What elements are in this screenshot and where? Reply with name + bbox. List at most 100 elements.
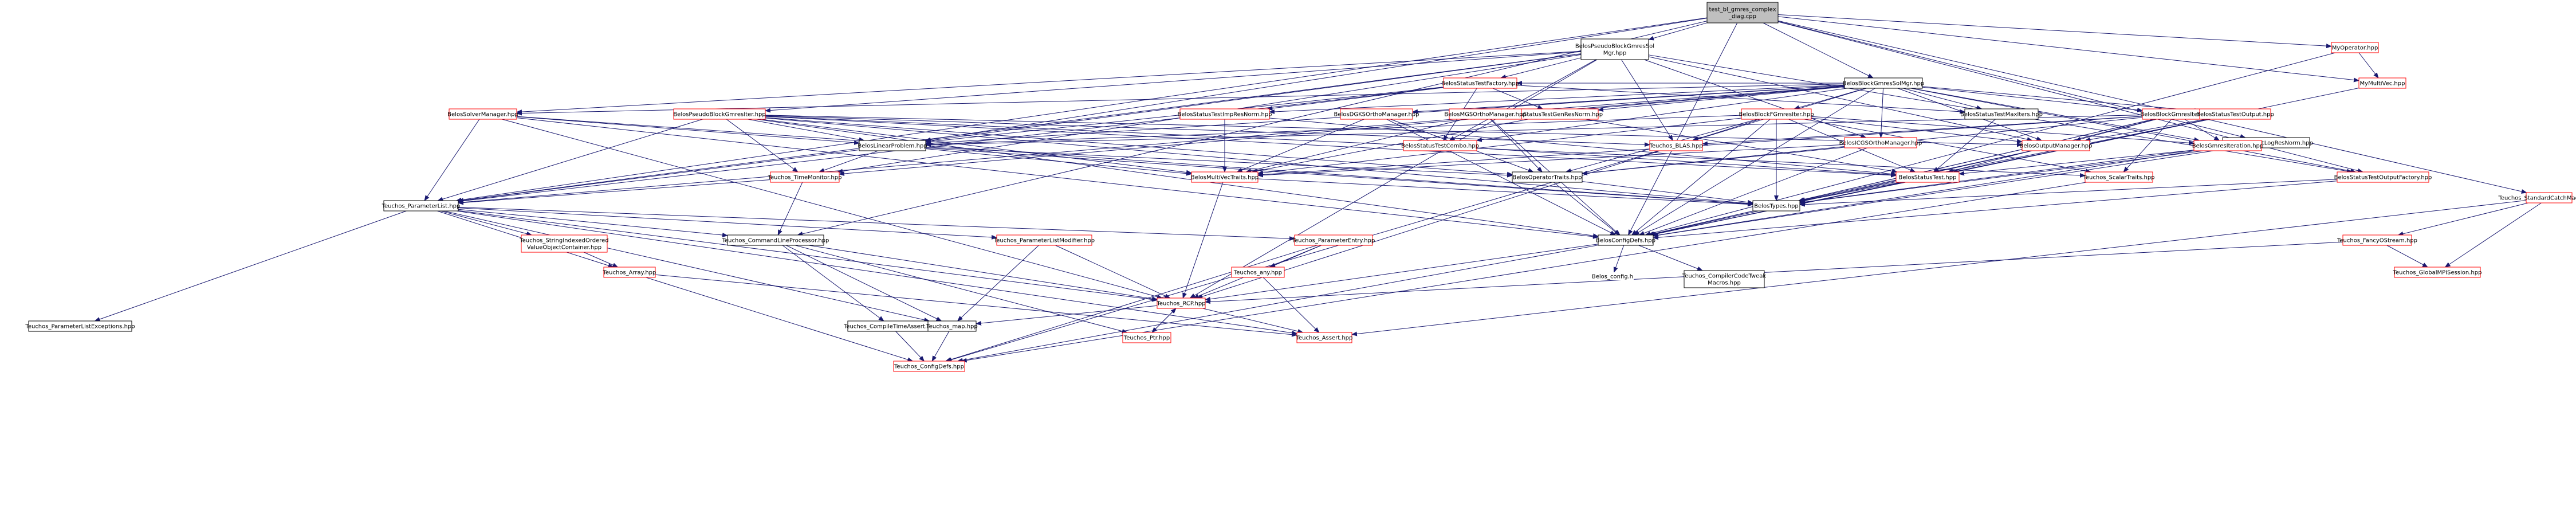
node-label: BelosStatusTestOutputFactory.hpp [2334,175,2432,181]
node-strindex[interactable]: Teuchos_StringIndexedOrderedValueObjectC… [519,234,609,253]
node-clp[interactable]: Teuchos_CommandLineProcessor.hpp [722,234,829,246]
node-box [1684,270,1765,288]
edge-plist-to-plmod [458,207,997,240]
node-plexc[interactable]: Teuchos_ParameterListExceptions.hpp [25,320,135,332]
node-label: Teuchos_CommandLineProcessor.hpp [722,238,829,244]
node-cfgdefs[interactable]: BelosConfigDefs.hpp [1596,234,1655,246]
node-globalmpi[interactable]: Teuchos_GlobalMPISession.hpp [2393,267,2482,278]
edge-blockMgr-to-gmresiter [1912,88,2200,142]
edge-pbgi-to-optraits [765,117,1513,177]
edge-solverMgr-to-cfgdefs [516,118,1599,239]
node-stest[interactable]: BelosStatusTest.hpp [1895,171,1960,183]
node-tcfg[interactable]: Teuchos_ConfigDefs.hpp [893,361,965,372]
node-types[interactable]: BelosTypes.hpp [1752,200,1800,212]
edge-fancy-to-rcp [1205,241,2343,304]
node-blockMgr[interactable]: BelosBlockGmresSolMgr.hpp [1843,77,1925,89]
node-myop[interactable]: MyOperator.hpp [2331,42,2379,53]
edge-bfgi-to-cfgdefs [1631,119,1771,236]
node-mvtraits[interactable]: BelosMultiVecTraits.hpp [1191,171,1258,183]
node-label: BelosSolverManager.hpp [447,112,518,118]
edge-pbgi-to-blas [765,115,1650,147]
edge-bgi-to-outmgr [2075,119,2157,142]
node-sto[interactable]: BelosStatusTestOutput.hpp [2196,108,2274,120]
node-label: Teuchos_BLAS.hpp [1649,143,1702,150]
node-scalartr[interactable]: Teuchos_ScalarTraits.hpp [2082,171,2155,183]
node-stmax[interactable]: BelosStatusTestMaxIters.hpp [1960,108,2043,120]
node-label: BelosMGSOrthoManager.hpp [1444,112,1526,118]
edge-plist-to-clp [458,209,728,237]
node-label: BelosOperatorTraits.hpp [1513,175,1582,181]
node-bfgi[interactable]: BelosBlockFGmresIter.hpp [1739,108,1814,120]
edge-stgen-to-stest [1586,119,1898,174]
node-icgs[interactable]: BelosICGSOrthoManager.hpp [1839,137,1922,148]
node-mymv[interactable]: MyMultiVec.hpp [2358,77,2406,89]
node-pentry[interactable]: Teuchos_ParameterEntry.hpp [1292,234,1375,246]
node-blas[interactable]: Teuchos_BLAS.hpp [1649,140,1703,151]
node-box [2358,77,2406,89]
node-mgs[interactable]: BelosMGSOrthoManager.hpp [1444,108,1527,120]
node-rcp[interactable]: Teuchos_RCP.hpp [1156,297,1206,309]
node-pbgi[interactable]: BelosPseudoBlockGmresIter.hpp [673,108,766,120]
node-solverMgr[interactable]: BelosSolverManager.hpp [447,108,518,120]
node-box [2193,140,2262,151]
node-label: BelosBlockFGmresIter.hpp [1739,112,1814,118]
node-label: MyMultiVec.hpp [2360,81,2405,87]
node-box [1449,108,1522,120]
node-ptr[interactable]: Teuchos_Ptr.hpp [1122,332,1171,343]
node-box [1443,77,1517,89]
node-plist[interactable]: Teuchos_ParameterList.hpp [382,200,461,212]
node-stdcatch[interactable]: Teuchos_StandardCatchMacros.hpp [2498,192,2576,203]
edge-pbgi-to-linprob [748,119,865,142]
node-label: Teuchos_ScalarTraits.hpp [2082,175,2154,181]
node-label: _diag.cpp [1728,14,1756,20]
node-label: Macros.hpp [1708,280,1741,287]
node-box [1403,140,1477,151]
node-stof[interactable]: BelosStatusTestOutputFactory.hpp [2334,171,2432,183]
node-any[interactable]: Teuchos_any.hpp [1231,267,1285,278]
edge-plmod-to-map [957,245,1039,322]
node-dgks[interactable]: BelosDGKSOrthoManager.hpp [1334,108,1419,120]
node-stcombo[interactable]: BelosStatusTestCombo.hpp [1401,140,1479,151]
node-box [2526,192,2573,203]
node-label: MyOperator.hpp [2332,45,2378,52]
node-label: BelosStatusTestImpResNorm.hpp [1177,112,1272,118]
node-gmresiter[interactable]: BelosGmresIteration.hpp [2192,140,2264,151]
edge-ptr-to-rcp [1151,308,1177,333]
node-stimp[interactable]: BelosStatusTestImpResNorm.hpp [1177,108,1272,120]
node-root[interactable]: test_bl_gmres_complex_diag.cpp [1706,2,1779,24]
node-belosconfig[interactable]: Belos_config.h [1591,272,1634,280]
edge-root-to-pseudoMgr [1648,22,1708,41]
edge-pseudoMgr-to-outmgr [1648,56,2033,142]
node-box [1191,171,1258,183]
node-array[interactable]: Teuchos_Array.hpp [603,267,656,278]
edge-cfgdefs-to-tcfg [957,245,1599,363]
edge-stf-to-stimp [1267,87,1444,111]
node-linprob[interactable]: BelosLinearProblem.hpp [858,140,927,151]
edge-bgi-to-scalartr [2123,119,2172,173]
node-box [1741,108,1812,120]
edge-plmod-to-rcp [1055,245,1171,299]
edge-linprob-to-plist [458,149,860,203]
edge-pseudoMgr-to-linprob [925,53,1582,143]
edge-pbgi-to-plist [437,119,703,202]
node-fancy[interactable]: Teuchos_FancyOStream.hpp [2337,234,2417,246]
node-map[interactable]: Teuchos_map.hpp [926,320,978,332]
node-ctasrt[interactable]: Teuchos_CompileTimeAssert.hpp [843,320,938,332]
node-stf[interactable]: BelosStatusTestFactory.hpp [1441,77,1519,89]
edge-stest-to-types [1799,182,1901,203]
node-outmgr[interactable]: BelosOutputManager.hpp [2020,140,2093,151]
node-label: Teuchos_Ptr.hpp [1123,335,1170,342]
node-label: BelosStatusTestGenResNorm.hpp [1508,112,1603,118]
node-plmod[interactable]: Teuchos_ParameterListModifier.hpp [993,234,1095,246]
edge-blockMgr-to-stof [1910,88,2357,174]
node-box [1964,108,2039,120]
edge-stimp-to-stest [1269,118,1897,177]
node-timemon[interactable]: Teuchos_TimeMonitor.hpp [768,171,842,183]
edge-gmresiter-to-cfgdefs [1653,150,2195,238]
edge-timemon-to-clp [777,182,803,236]
node-optraits[interactable]: BelosOperatorTraits.hpp [1512,171,1583,183]
node-assert[interactable]: Teuchos_Assert.hpp [1296,332,1353,343]
